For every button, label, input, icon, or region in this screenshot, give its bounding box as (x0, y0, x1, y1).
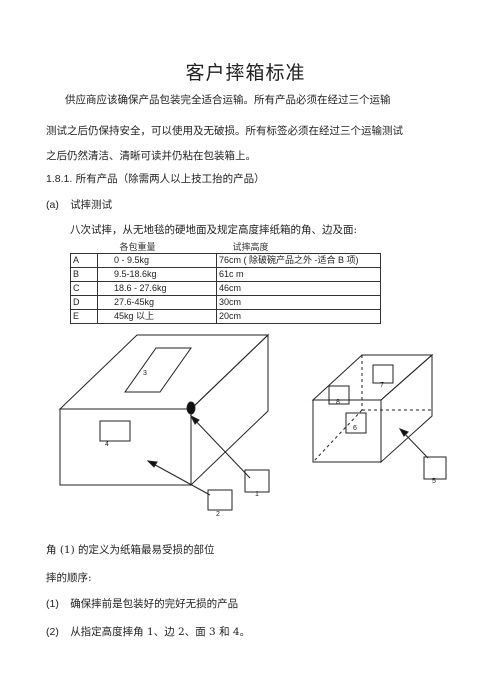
left-carton-top-label (124, 347, 192, 393)
arrow-corner-head (189, 414, 200, 425)
left-carton-front-label (99, 420, 131, 442)
table-row: A 0 - 9.5kg 76cm ( 除破碗产品之外 -适合 B 项) (70, 253, 381, 268)
weight-height-table: 各包重量 试摔高度 A 0 - 9.5kg 76cm ( 除破碗产品之外 -适合… (70, 240, 381, 324)
subsection-text: 试摔测试 (70, 199, 113, 211)
right-carton-figure (311, 353, 447, 480)
table-cell-height: 76cm ( 除破碗产品之外 -适合 B 项) (216, 253, 381, 268)
table-cell-grade: C (70, 281, 98, 296)
intro-line-1: 供应商应该确保产品包装完全适合运输。所有产品必须在经过三个运输 (65, 94, 391, 106)
label-box-6 (345, 412, 367, 434)
intro-line-2: 测试之后仍保持安全，可以使用及无破损。所有标签必须在经过三个运输测试 (46, 125, 403, 137)
table-row: E 45kg 以上 20cm (70, 309, 381, 324)
diagram-label-4: 4 (105, 441, 109, 448)
label-box-1 (244, 469, 270, 493)
arrow-edge-line (147, 460, 211, 496)
label-box-2 (207, 489, 233, 511)
diagram-label-7: 7 (380, 382, 384, 389)
arrow-5-head (398, 428, 409, 437)
table-header-weight: 各包重量 (119, 243, 156, 253)
instruction-text: 八次试摔，从无地毯的硬地面及规定高度摔纸箱的角、边及面: (70, 224, 358, 236)
table-header-height: 试摔高度 (232, 243, 269, 253)
page-title: 客户摔箱标准 (185, 62, 306, 84)
note-item-2-number: (2) (46, 626, 59, 638)
note-item-1-number: (1) (46, 598, 59, 610)
left-carton-side-face (190, 333, 269, 487)
hidden-edge-diagonal (312, 409, 363, 463)
table-cell-grade: A (70, 253, 98, 268)
note-item-2: (2) 从指定高度摔角 1、边 2、面 3 和 4。 (46, 620, 250, 644)
intro-line-3: 之后仍然清洁、清晰可读并仍粘在包装箱上。 (46, 150, 256, 162)
right-carton-front-face (312, 399, 382, 463)
label-box-8 (328, 385, 350, 405)
left-carton-figure (58, 333, 270, 511)
section-text: 所有产品（除需两人以上技工抬的产品） (75, 173, 265, 185)
table-cell-height: 20cm (216, 309, 381, 324)
subsection-heading: (a) 试摔测试 (46, 193, 112, 217)
table-cell-grade: E (70, 309, 98, 324)
right-carton-side-face (380, 353, 433, 464)
subsection-label: (a) (46, 199, 59, 211)
label-box-7 (372, 364, 394, 384)
note-item-2-text: 从指定高度摔角 1、边 2、面 3 和 4。 (70, 626, 251, 638)
table-cell-height: 46cm (216, 281, 381, 296)
table-header-row: 各包重量 试摔高度 (71, 240, 381, 254)
note-item-1-text: 确保摔前是包装好的完好无损的产品 (70, 598, 239, 610)
table-cell-weight: 9.5-18.6kg (97, 267, 217, 282)
section-number: 1.8.1. (46, 173, 73, 185)
note-item-1: (1) 确保摔前是包装好的完好无损的产品 (46, 592, 238, 616)
table-row: C 18.6 - 27.6kg 46cm (70, 281, 381, 296)
table-cell-height: 61c m (216, 267, 381, 282)
table-cell-weight: 18.6 - 27.6kg (97, 281, 217, 296)
table-cell-grade: D (70, 295, 98, 310)
table-cell-weight: 0 - 9.5kg (97, 253, 217, 268)
table-cell-height: 30cm (216, 295, 381, 310)
label-box-5 (423, 456, 447, 480)
section-heading: 1.8.1. 所有产品（除需两人以上技工抬的产品） (46, 167, 265, 191)
table-cell-grade: B (70, 267, 98, 282)
note-corner-definition: 角 (1) 的定义为纸箱最易受损的部位 (46, 544, 215, 556)
diagram-label-3: 3 (143, 370, 147, 377)
table-row: D 27.6-45kg 30cm (70, 295, 381, 310)
corner-impact-marker (186, 401, 196, 415)
note-drop-order: 摔的顺序: (46, 572, 92, 584)
left-carton-top-face (58, 334, 270, 410)
table-cell-weight: 27.6-45kg (97, 295, 217, 310)
arrow-corner-line (190, 415, 251, 479)
diagram-label-5: 5 (432, 478, 436, 485)
table-cell-weight: 45kg 以上 (97, 309, 217, 324)
diagram-label-8: 8 (336, 399, 340, 406)
arrow-edge-head (146, 460, 158, 468)
diagram-label-1: 1 (255, 491, 259, 498)
diagram-label-6: 6 (353, 425, 357, 432)
diagram-label-2: 2 (216, 511, 220, 518)
table-row: B 9.5-18.6kg 61c m (70, 267, 381, 282)
drop-test-diagram: 3 4 1 2 7 8 6 5 (58, 333, 447, 518)
